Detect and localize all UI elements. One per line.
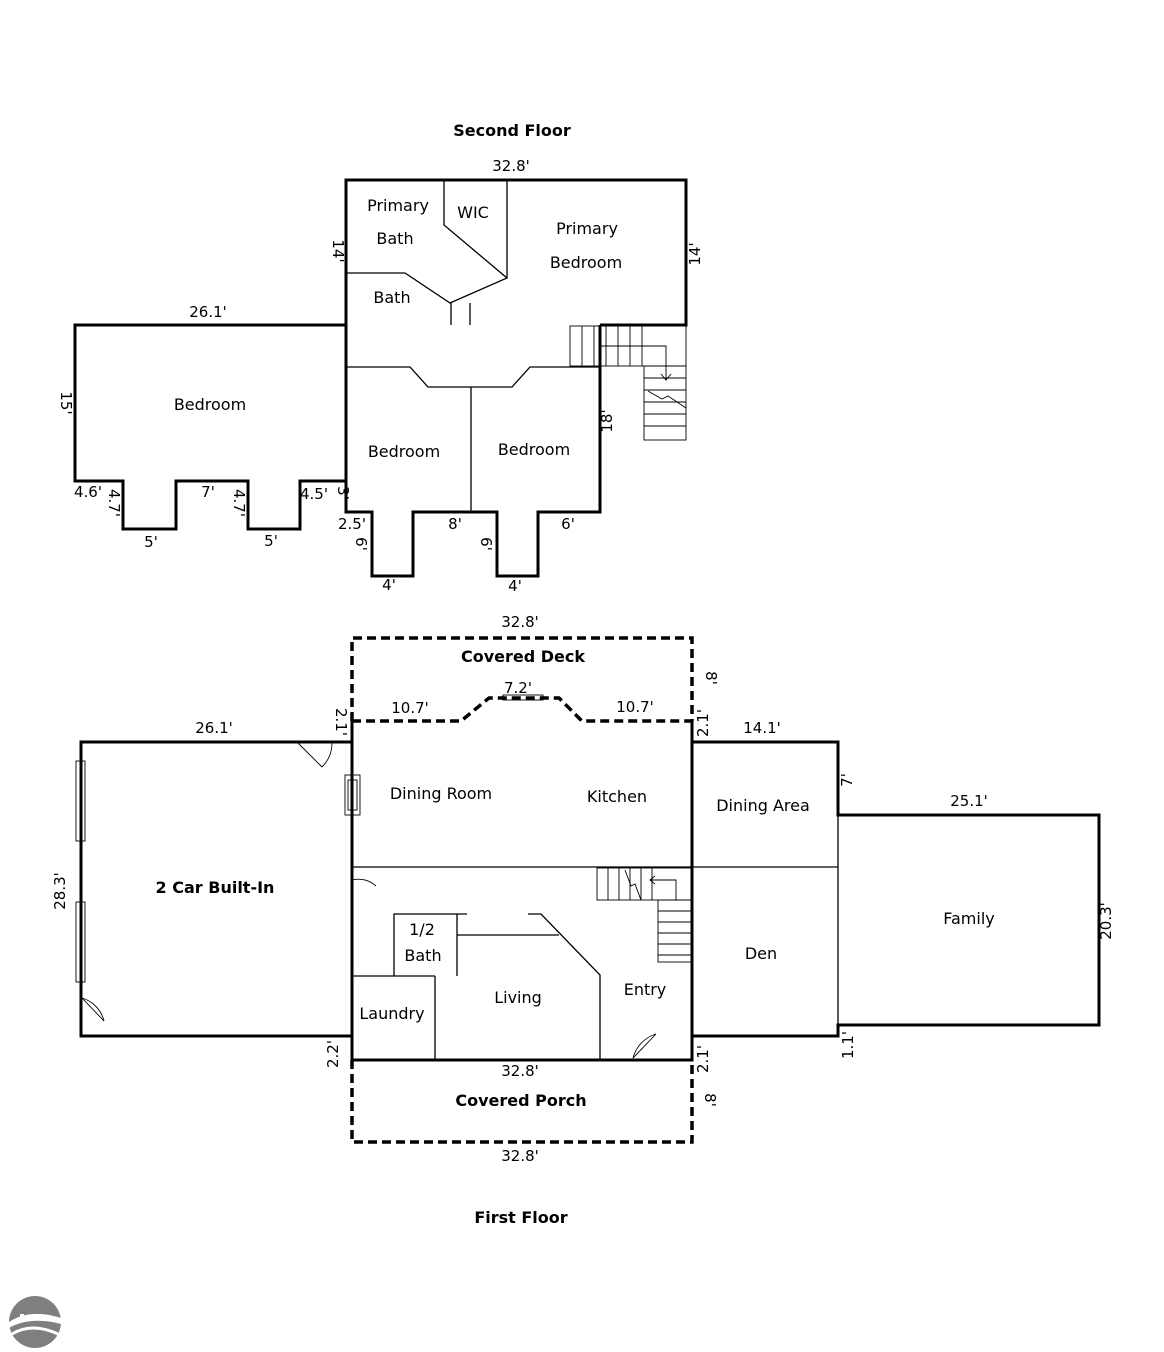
stairs-main (596, 867, 692, 963)
dim-label: 2.5' (338, 515, 366, 533)
interior-walls (345, 180, 601, 512)
dim-label: 2.1' (694, 709, 712, 737)
dim-label: 7' (201, 483, 215, 501)
bedroom-east-label: Bedroom (498, 440, 570, 459)
garage-window (75, 760, 86, 842)
dim-label: 10.7' (616, 698, 654, 716)
covered-deck-label: Covered Deck (461, 647, 585, 666)
dim-label: 7.2' (504, 679, 532, 697)
garage-window (75, 901, 86, 983)
dim-label: 6' (561, 515, 575, 533)
dim-label: 1.1' (839, 1031, 857, 1059)
dining-room-label: Dining Room (390, 784, 492, 803)
primary-bedroom-label-2: Bedroom (550, 253, 622, 272)
dim-label: 4.7' (230, 489, 248, 517)
dim-label: 3' (334, 486, 352, 500)
den-label: Den (745, 944, 777, 963)
dim-label: 32.8' (501, 1062, 539, 1080)
dim-label: 10.7' (391, 699, 429, 717)
dim-label: 14' (329, 239, 347, 262)
dim-label: 6' (477, 537, 495, 551)
dim-label: 28.3' (51, 872, 69, 910)
bedroom-mid-label: Bedroom (368, 442, 440, 461)
covered-deck-outline (350, 636, 694, 721)
half-bath-label: 1/2 (409, 920, 435, 939)
dim-label: 5' (144, 533, 158, 551)
dim-label: 5' (264, 532, 278, 550)
dim-label: 7' (838, 773, 856, 787)
family-label: Family (943, 909, 994, 928)
laundry-label: Laundry (359, 1004, 424, 1023)
wic-label: WIC (457, 203, 489, 222)
interior-walls (352, 866, 692, 1060)
primary-bedroom-label: Primary (556, 219, 618, 238)
living-label: Living (494, 988, 542, 1007)
first-floor: Covered Deck 2 Car Built-In Dining Room … (51, 613, 1115, 1227)
kitchen-label: Kitchen (587, 787, 647, 806)
dim-label: 8' (702, 671, 720, 685)
dim-label: 14.1' (743, 719, 781, 737)
garage-wall (79, 740, 352, 1038)
bedrooms-wall (344, 325, 602, 578)
dim-label: 32.8' (492, 157, 530, 175)
half-bath-label-2: Bath (404, 946, 441, 965)
dim-label: 2.2' (324, 1040, 342, 1068)
bath-label: Bath (373, 288, 410, 307)
dim-label: 4' (382, 576, 396, 594)
first-floor-title: First Floor (474, 1208, 567, 1227)
dim-label: 4' (508, 577, 522, 595)
dim-label: 2.1' (694, 1045, 712, 1073)
doors (81, 742, 657, 1059)
east-wall (692, 740, 1101, 1038)
dim-label: 32.8' (501, 613, 539, 631)
dim-label: 25.1' (950, 792, 988, 810)
dim-label: 26.1' (195, 719, 233, 737)
dim-label: 4.7' (105, 489, 123, 517)
dim-label: 32.8' (501, 1147, 539, 1165)
fireplace-inner (347, 779, 358, 811)
second-floor-title: Second Floor (453, 121, 571, 140)
fireplace (344, 774, 361, 816)
dim-label: 26.1' (189, 303, 227, 321)
realtor-logo-icon (9, 1296, 61, 1348)
dim-label: 15' (57, 391, 75, 414)
stairs-upper (569, 325, 687, 441)
bedroom-west-label: Bedroom (174, 395, 246, 414)
dim-label: 8' (448, 515, 462, 533)
deck-window (502, 694, 544, 701)
dim-label: 8' (701, 1093, 719, 1107)
primary-bath-label-2: Bath (376, 229, 413, 248)
covered-porch-label: Covered Porch (455, 1091, 586, 1110)
dim-label: 6' (352, 537, 370, 551)
entry-label: Entry (624, 980, 667, 999)
dim-label: 14' (686, 242, 704, 265)
garage-label: 2 Car Built-In (156, 878, 275, 897)
covered-porch-outline (350, 1060, 694, 1144)
deck-edge (352, 696, 692, 723)
dim-label: 4.5' (300, 485, 328, 503)
west-bedroom-wall (73, 323, 346, 531)
second-floor: Second Floor (57, 121, 704, 595)
dim-label: 4.6' (74, 483, 102, 501)
primary-bath-label: Primary (367, 196, 429, 215)
dim-label: 18' (598, 409, 616, 432)
dining-area-label: Dining Area (716, 796, 810, 815)
dim-label: 2.1' (332, 708, 350, 736)
primary-suite-wall (344, 178, 688, 327)
dim-label: 20.3' (1097, 902, 1115, 940)
